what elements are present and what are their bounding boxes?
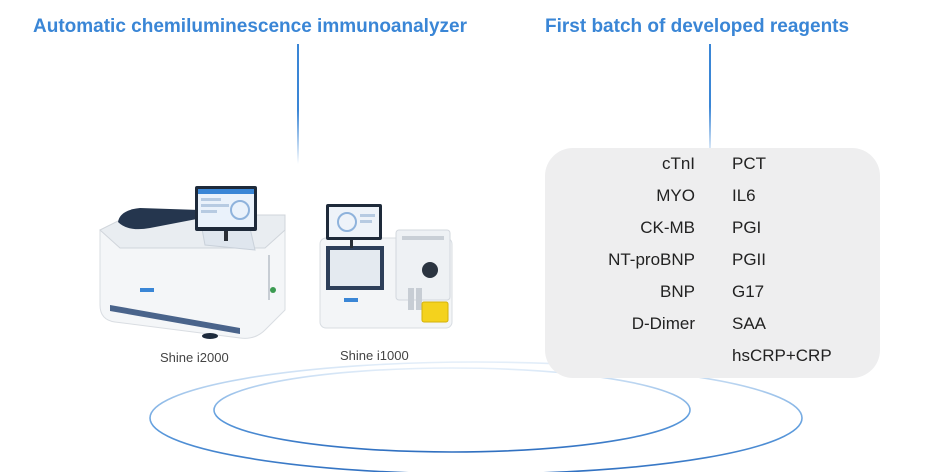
reagents-heading: First batch of developed reagents — [545, 16, 850, 37]
shine-i1000-image — [319, 204, 453, 329]
reagent-item: PGII — [732, 250, 767, 269]
reagent-item: BNP — [660, 282, 695, 301]
inner-ring — [213, 367, 691, 453]
reagent-item: cTnI — [661, 154, 695, 173]
reagent-item: PGI — [732, 218, 762, 237]
reagent-column-left: cTnI MYO CK-MB NT-proBNP BNP D-Dimer — [608, 148, 695, 340]
reagent-item: PCT — [732, 154, 766, 173]
shine-i1000-caption: Shine i1000 — [340, 348, 409, 363]
reagent-item: hsCRP+CRP — [732, 346, 832, 365]
shine-i2000-caption: Shine i2000 — [160, 350, 229, 365]
reagent-column-right: PCT IL6 PGI PGII G17 SAA hsCRP+CRP — [732, 148, 832, 372]
reagent-item: IL6 — [732, 186, 756, 205]
reagent-item: CK-MB — [640, 218, 695, 237]
outer-ring — [149, 361, 803, 472]
reagent-list-panel: cTnI MYO CK-MB NT-proBNP BNP D-Dimer PCT… — [545, 148, 880, 378]
analyzer-heading: Automatic chemiluminescence immunoanalyz… — [33, 16, 467, 37]
reagents-connector-line — [709, 44, 711, 148]
reagent-item: G17 — [732, 282, 765, 301]
reagent-item: SAA — [732, 314, 767, 333]
reagent-item: MYO — [656, 186, 695, 205]
analyzer-connector-line — [297, 44, 299, 164]
shine-i2000-image — [99, 186, 286, 339]
reagent-item: D-Dimer — [631, 314, 695, 333]
reagent-item: NT-proBNP — [608, 250, 695, 269]
